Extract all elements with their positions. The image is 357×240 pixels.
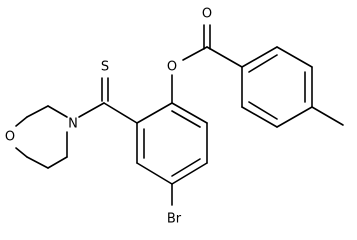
bond-n-c1 — [47, 105, 68, 118]
bond-o-c3 — [15, 147, 28, 158]
bond-t5-t6-inner — [248, 101, 278, 120]
bond-t4-t5 — [276, 106, 313, 128]
bond-n-cs — [78, 102, 105, 118]
atom-bromine-label: Br — [167, 212, 182, 227]
molecule-drawing: S O O N O Br — [5, 7, 344, 227]
thioamide-group — [78, 77, 138, 124]
bond-carbonyl-tolyl — [206, 46, 243, 68]
atom-sulfur-label: S — [101, 60, 109, 75]
bond-r3-r4 — [171, 162, 208, 185]
morpholine-ring — [15, 105, 68, 169]
bond-oester-carbonyl — [182, 46, 208, 61]
bond-c2-o — [15, 116, 28, 127]
atom-carbonyl-oxygen-label: O — [202, 7, 212, 22]
bond-t4-methyl — [311, 106, 344, 126]
ester-linkage — [171, 24, 243, 104]
bond-t1-t2-inner — [248, 54, 278, 73]
bond-c1-c2 — [26, 105, 49, 118]
atom-nitrogen-label: N — [68, 117, 78, 132]
structure-diagram: S O O N O Br — [5, 7, 344, 227]
bond-r2-r3 — [136, 162, 173, 185]
bond-t5-t6 — [241, 106, 278, 128]
bond-t2-t3 — [276, 46, 313, 68]
bond-c3-c4 — [26, 156, 49, 169]
bond-c4-n — [47, 156, 68, 169]
atom-morpholine-oxygen-label: O — [5, 130, 15, 145]
bond-t1-t2 — [241, 46, 278, 68]
bond-r5-r6-inner — [171, 110, 201, 128]
bromophenyl-ring — [136, 102, 208, 206]
bond-r5-r6 — [171, 102, 208, 124]
bond-r6-r1 — [136, 102, 173, 124]
bond-cs-ring — [103, 102, 138, 124]
atom-ester-oxygen-label: O — [167, 60, 177, 75]
tolyl-ring — [241, 46, 344, 128]
bond-r3-r4-inner — [171, 158, 201, 177]
